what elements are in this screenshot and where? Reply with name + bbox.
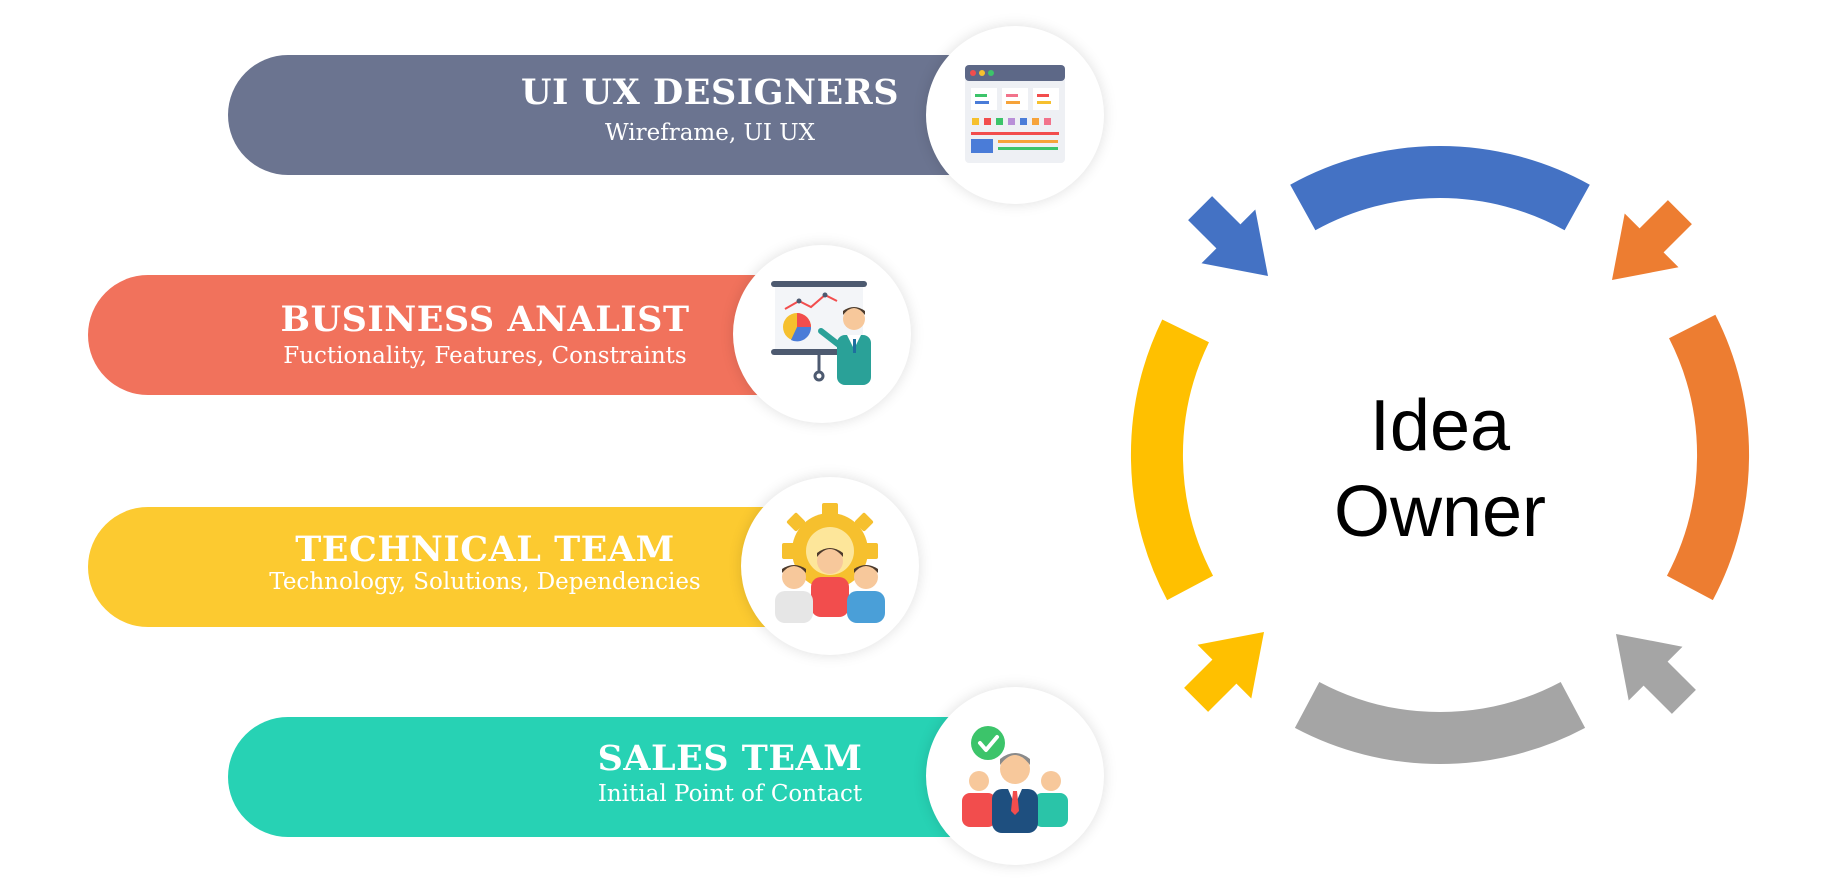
sales-team-icon-circle <box>926 687 1104 865</box>
team-gear-icon <box>775 503 885 623</box>
cycle-segment-left <box>1130 319 1214 601</box>
idea-owner-line2: Owner <box>1333 472 1547 552</box>
sales-team-title: SALES TEAM <box>597 738 863 779</box>
sales-team-check-icon <box>962 726 1068 833</box>
cycle-segment-top <box>1290 146 1590 231</box>
technical-team-bar <box>88 507 828 627</box>
ui-ux-designers-icon-circle <box>926 26 1104 204</box>
business-analist-title: BUSINESS ANALIST <box>280 299 690 340</box>
ui-ux-designers-title: UI UX DESIGNERS <box>520 72 900 113</box>
technical-team-subtitle: Technology, Solutions, Dependencies <box>269 569 701 595</box>
idea-owner-line1: Idea <box>1369 386 1511 466</box>
arrow-top-right <box>1612 200 1692 280</box>
idea-owner-label: Idea Owner <box>1290 383 1590 555</box>
arrow-bottom-right <box>1616 634 1696 714</box>
sales-team-bar <box>228 717 1028 837</box>
ui-ux-designers-subtitle: Wireframe, UI UX <box>605 120 815 146</box>
ui-ux-designers-bar <box>228 55 1028 175</box>
sales-team-subtitle: Initial Point of Contact <box>597 781 863 807</box>
browser-wireframe-icon <box>965 65 1065 163</box>
business-analist-icon-circle <box>733 245 911 423</box>
arrow-bottom-left <box>1184 632 1264 712</box>
presenter-chart-icon <box>771 281 871 385</box>
technical-team-title: TECHNICAL TEAM <box>295 529 675 570</box>
business-analist-bar <box>88 275 828 395</box>
cycle-segment-right <box>1666 314 1750 601</box>
arrow-top-left <box>1188 196 1268 276</box>
business-analist-subtitle: Fuctionality, Features, Constraints <box>283 343 687 369</box>
technical-team-icon-circle <box>741 477 919 655</box>
cycle-segment-bottom <box>1294 681 1586 765</box>
